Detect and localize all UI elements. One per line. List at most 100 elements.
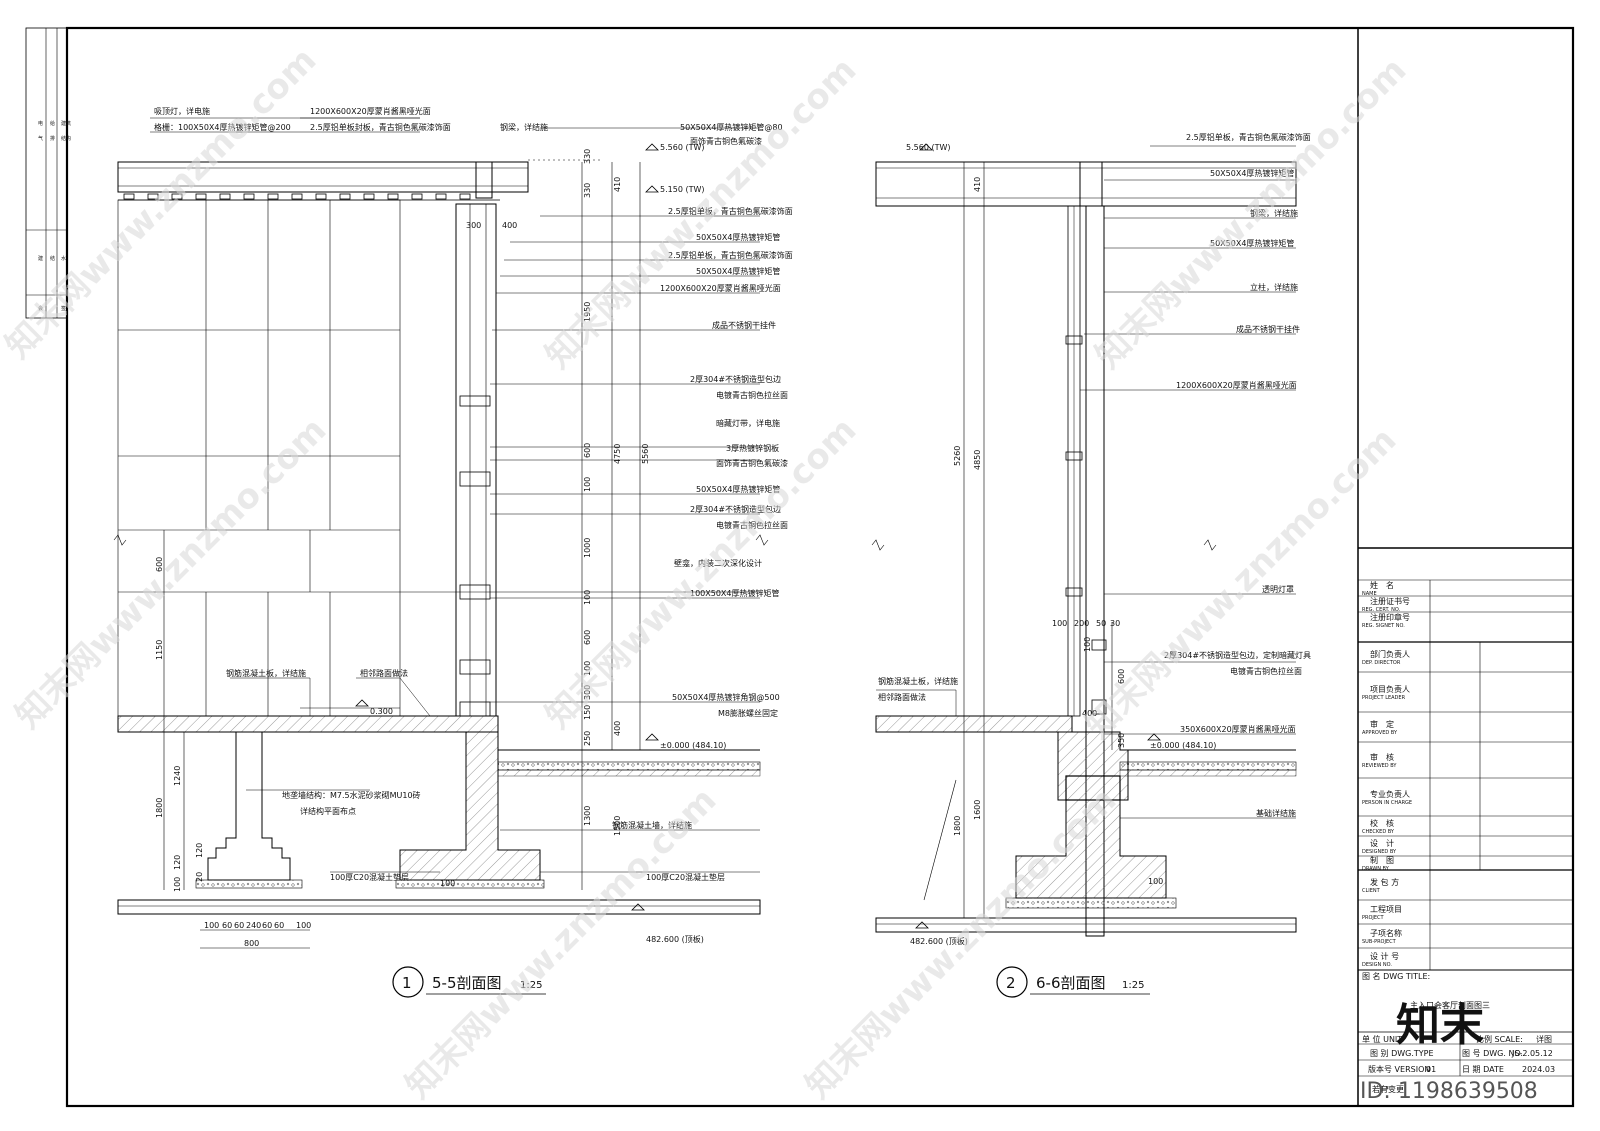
- stamp-row4-b: 结: [50, 255, 55, 262]
- note-66-r-4: 立柱，详结施: [1250, 282, 1298, 292]
- watermark-id: ID: 1198639508: [1360, 1079, 1538, 1104]
- level-55-floor: ±0.000 (484.10): [660, 741, 726, 750]
- sidebar-stamp: 电 气 给 排 建筑 结构 建 结 水 会 签: [25, 27, 71, 319]
- title-field-en: SUB-PROJECT: [1362, 939, 1397, 945]
- dim-55-h6: 240: [246, 921, 261, 930]
- watermark-text-1: 知末网www.znzmo.com: [0, 40, 324, 366]
- dim-55-20: 1240: [173, 766, 182, 786]
- dim-55-22: 120: [173, 855, 182, 870]
- dim-55-h10: 800: [244, 939, 259, 948]
- dim-66-h0: 100: [1052, 619, 1067, 628]
- section-66: [871, 143, 1297, 937]
- dim-55-h0: 300: [466, 221, 481, 230]
- section-66-title: 6-6剖面图: [1036, 974, 1106, 992]
- dim-55-24: 100: [173, 877, 182, 892]
- section-55-badge: 1: [402, 974, 412, 992]
- note-55-r-7: 成品不锈钢干挂件: [712, 320, 776, 330]
- grille-slat: [387, 193, 399, 200]
- stamp-row5-b: 签: [61, 305, 66, 312]
- note-66-l-0: 钢筋混凝土板，详结施: [878, 676, 958, 686]
- title-field-cn: 工程项目: [1370, 905, 1402, 914]
- title-field-cn: 姓 名: [1370, 580, 1394, 590]
- stamp-row4: 建: [38, 255, 43, 262]
- stamp-row1: 电: [38, 120, 43, 127]
- title-field-en: REVIEWED BY: [1362, 763, 1397, 769]
- title-field-cn: 注册证书号: [1370, 596, 1410, 606]
- title-field-en: CHECKED BY: [1362, 829, 1395, 835]
- title-field-en: PERSON IN CHARGE: [1362, 800, 1412, 806]
- grille-slat: [147, 193, 159, 200]
- title-field-cn: 专业负责人: [1370, 789, 1410, 799]
- section-66-badge: 2: [1006, 974, 1016, 992]
- level-55-mid: 5.150 (TW): [660, 185, 704, 194]
- dim-55-h3: 100: [204, 921, 219, 930]
- grille-slat: [459, 193, 471, 200]
- grille-slat: [435, 193, 447, 200]
- dim-66-4: 600: [1117, 669, 1126, 684]
- dim-66-h1: 200: [1074, 619, 1089, 628]
- grille-slat: [123, 193, 135, 200]
- watermark-text-2: 知末网www.znzmo.com: [538, 50, 864, 376]
- dim-55-10: 300: [583, 685, 592, 700]
- date-value: 2024.03: [1522, 1065, 1555, 1074]
- grille-slat: [267, 193, 279, 200]
- note-55-l-1: 相邻路面做法: [360, 668, 408, 678]
- title-field-cn: 发 包 方: [1370, 877, 1399, 887]
- no-label: 图 号 DWG. NO.: [1462, 1049, 1523, 1058]
- watermark-text-5: 知末网www.znzmo.com: [538, 410, 864, 736]
- note-55-r-14: 2厚304#不锈钢造型包边: [690, 504, 781, 514]
- note-55-l-2: 地垄墙结构：M7.5水泥砂浆砌MU10砖: [282, 790, 421, 800]
- title-field-cn: 项目负责人: [1370, 684, 1410, 694]
- note-66-r-6: 1200X600X20厚蒙肖酱黑哑光面: [1176, 380, 1297, 390]
- dim-66-h3: 30: [1110, 619, 1120, 628]
- note-55-r-12: 面饰青古铜色氟碳漆: [716, 458, 788, 468]
- dim-55-21: 1800: [155, 798, 164, 818]
- note-55-r-11: 3厚热镀锌钢板: [726, 443, 779, 453]
- dim-55-5: 100: [583, 477, 592, 492]
- title-field-en: APPROVED BY: [1362, 730, 1398, 736]
- title-field-cn: 设 计 号: [1370, 951, 1399, 961]
- note-66-r-2: 钢梁，详结施: [1250, 208, 1298, 218]
- note-55-r-15: 电镀青古铜色拉丝面: [716, 520, 788, 530]
- title-field-en: PROJECT LEADER: [1362, 695, 1406, 701]
- title-field-en: DESIGNED BY: [1362, 849, 1397, 855]
- level-66-bottom: 482.600 (顶板): [910, 936, 968, 946]
- title-field-cn: 设 计: [1370, 838, 1394, 848]
- note-55-r-9: 电镀青古铜色拉丝面: [716, 390, 788, 400]
- note-55-r-16: 壁龛，内装二次深化设计: [674, 558, 762, 568]
- note-55-r-13: 50X50X4厚热镀锌矩管: [696, 484, 780, 494]
- watermark-text-6: 知末网www.znzmo.com: [1078, 420, 1404, 746]
- note-55-r-8: 2厚304#不锈钢造型包边: [690, 374, 781, 384]
- dwg-title: 主入口会客厅剖面图三: [1410, 1000, 1490, 1010]
- grille-slat: [243, 193, 255, 200]
- dim-55-23: 120: [195, 843, 204, 858]
- note-55-l-3: 详结构平面布点: [300, 806, 356, 816]
- note-66-r-7: 透明灯罩: [1262, 584, 1294, 594]
- type-label: 图 别 DWG.TYPE: [1370, 1049, 1434, 1058]
- date-label: 日 期 DATE: [1462, 1065, 1504, 1074]
- dim-66-1: 5260: [953, 446, 962, 466]
- title-field-en: DEP. DIRECTOR: [1362, 660, 1401, 666]
- dim-55-15: 5560: [641, 444, 650, 464]
- leaders-55: [150, 117, 760, 873]
- dim-55-h7: 60: [262, 921, 272, 930]
- dim-55-6: 1000: [583, 538, 592, 558]
- stamp-row5: 会: [38, 305, 43, 312]
- drawing-frame: [65, 26, 1575, 1108]
- dim-55-h5: 60: [234, 921, 244, 930]
- stamp-row1-b: 气: [38, 135, 43, 142]
- no-value: JS-2.05.12: [1511, 1049, 1553, 1058]
- level-55-step: 0.300: [370, 707, 393, 716]
- section-66-scale: 1:25: [1122, 980, 1144, 991]
- note-55-l-0: 钢筋混凝土板，详结施: [226, 668, 306, 678]
- note-66-r-9: 电镀青古铜色拉丝面: [1230, 666, 1302, 676]
- grille-slat: [171, 193, 183, 200]
- stamp-row3: 建筑: [61, 120, 71, 127]
- dim-55-h4: 60: [222, 921, 232, 930]
- scale-value: 详图: [1536, 1034, 1552, 1044]
- version-value: 01: [1426, 1065, 1436, 1074]
- grille-slat: [339, 193, 351, 200]
- section-55-labels: 吸顶灯，详电施 格栅：100X50X4厚热镀锌矩管@200 1200X600X2…: [154, 106, 793, 944]
- stamp-row3-b: 结构: [61, 135, 71, 142]
- dim-66-7: 1600: [973, 800, 982, 820]
